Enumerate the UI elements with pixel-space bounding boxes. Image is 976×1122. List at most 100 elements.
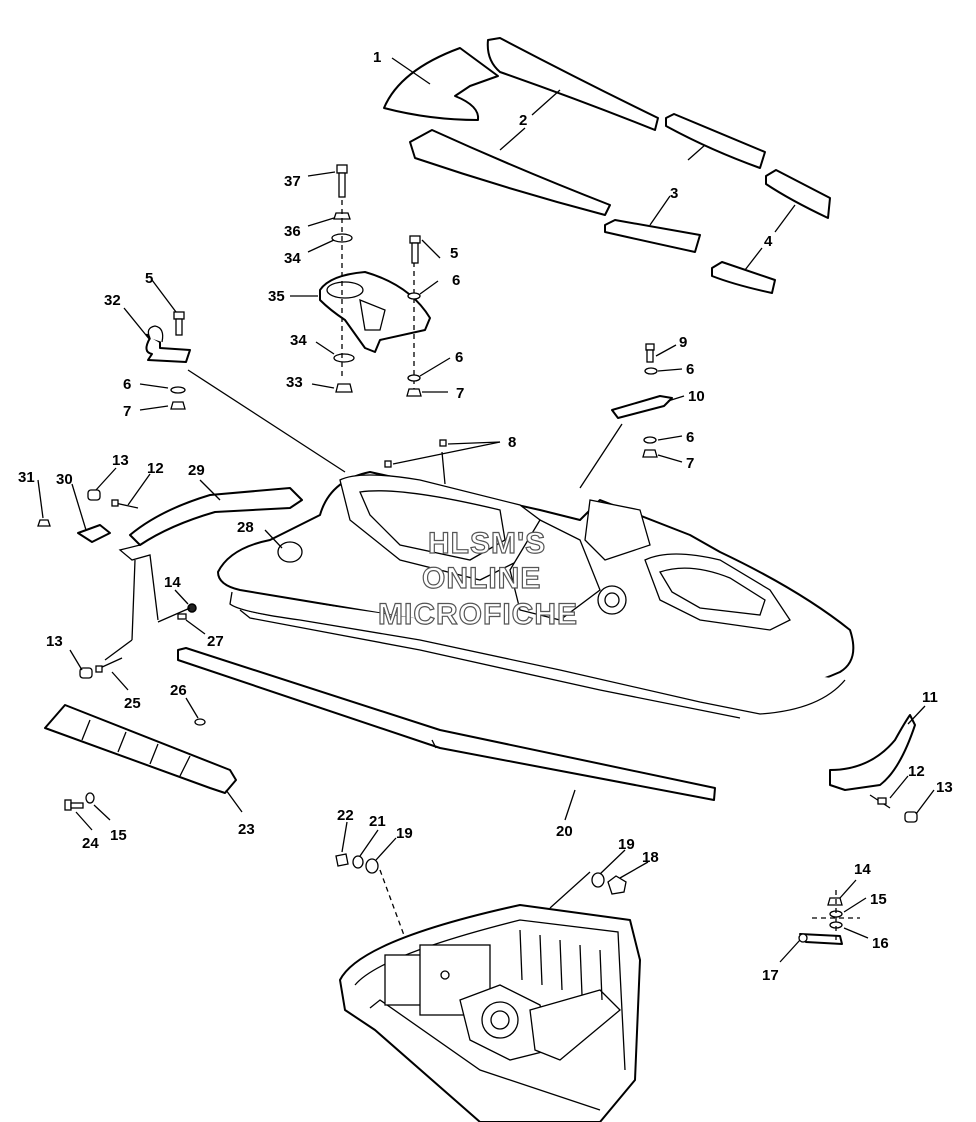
callout-25: 25 [124,695,141,712]
cap-13-b [79,667,93,679]
nut-36 [333,212,351,220]
callout-16: 16 [872,935,889,952]
washer-6-c [170,386,186,394]
bolt-24 [64,799,84,811]
callout-17: 17 [762,967,779,984]
callout-28: 28 [237,519,254,536]
washer-21 [352,855,364,869]
screw-12-b [869,794,891,809]
washer-6-e [643,436,657,444]
cap-13-a [87,489,101,501]
callouts: 1 2 2 3 4 37 36 34 35 34 33 5 6 6 7 5 32… [18,49,953,984]
callout-2-upper: 2 [519,112,527,129]
watermark-line-2: ONLINE [422,562,541,595]
callout-23: 23 [238,821,255,838]
deck-body [217,471,855,719]
watermark-line-3: MICROFICHE [378,598,578,631]
mat-part-4-upper [765,169,831,219]
callout-6-a: 6 [452,272,460,289]
callout-13-b: 13 [46,633,63,650]
mat-part-4-lower [711,261,776,294]
mat-part-3-upper [665,113,766,169]
callout-1: 1 [373,49,381,66]
mat-part-1 [383,47,499,121]
callout-11: 11 [922,689,938,706]
callout-19-b: 19 [618,836,635,853]
callout-15-b: 15 [870,891,887,908]
cable-17 [798,933,843,945]
callout-18: 18 [642,849,659,866]
washer-34-bottom [333,353,355,363]
callout-6-c: 6 [123,376,131,393]
callout-21: 21 [369,813,386,830]
callout-5-left: 5 [145,270,153,287]
mat-part-2-lower [409,129,611,216]
callout-34-bottom: 34 [290,332,307,349]
callout-22: 22 [337,807,354,824]
washer-6-a [407,292,421,300]
nut-22 [335,853,349,867]
callout-31: 31 [18,469,35,486]
screw-8-a [439,439,447,447]
callout-37: 37 [284,173,301,190]
callout-7-b: 7 [123,403,131,420]
callout-14-b: 14 [854,861,871,878]
callout-7-a: 7 [456,385,464,402]
washer-6-b [407,374,421,382]
callout-29: 29 [188,462,205,479]
bolt-18 [607,875,627,895]
handle-bracket-35 [319,271,431,353]
callout-4: 4 [764,233,773,250]
washer-6-d [644,367,658,375]
screw-8-b [384,460,392,468]
callout-20: 20 [556,823,573,840]
washer-15-a [85,792,95,804]
screw-12-a [111,499,139,509]
callout-14-a: 14 [164,574,181,591]
sponson-23 [44,704,237,794]
nut-33 [335,383,353,393]
callout-24: 24 [82,835,99,852]
callout-5-right: 5 [450,245,458,262]
screw-27 [177,613,187,620]
nut-7-c [642,449,658,458]
bolt-5-right [409,235,421,264]
nut-7-b [170,401,186,410]
callout-15-a: 15 [110,827,127,844]
hook-32 [145,325,191,363]
nut-7-a [406,388,422,397]
rub-rail-20 [177,647,716,801]
callout-26: 26 [170,682,187,699]
callout-12-b: 12 [908,763,925,780]
cap-13-c [904,811,918,823]
nut-31 [37,519,51,527]
callout-12-a: 12 [147,460,164,477]
callout-6-d: 6 [686,361,694,378]
hull-lower [339,904,641,1122]
callout-8: 8 [508,434,516,451]
nut-14-b [827,897,843,906]
rail-29 [129,487,303,546]
callout-33: 33 [286,374,303,391]
rail-end-11 [829,714,916,791]
callout-32: 32 [104,292,121,309]
washer-26 [194,718,206,726]
bolt-37 [336,164,348,198]
callout-13-a: 13 [112,452,129,469]
callout-6-e: 6 [686,429,694,446]
mat-part-2-upper [486,37,659,131]
watermark-line-1: HLSM'S [428,527,546,560]
callout-36: 36 [284,223,301,240]
bracket-10 [611,395,673,419]
callout-6-b: 6 [455,349,463,366]
callout-10: 10 [688,388,705,405]
callout-13-c: 13 [936,779,953,796]
callout-35: 35 [268,288,285,305]
screw-25 [95,657,123,673]
nut-14-a [187,603,197,613]
callout-27: 27 [207,633,224,650]
callout-34-top: 34 [284,250,301,267]
callout-9: 9 [679,334,687,351]
mat-part-3-lower [604,219,701,253]
